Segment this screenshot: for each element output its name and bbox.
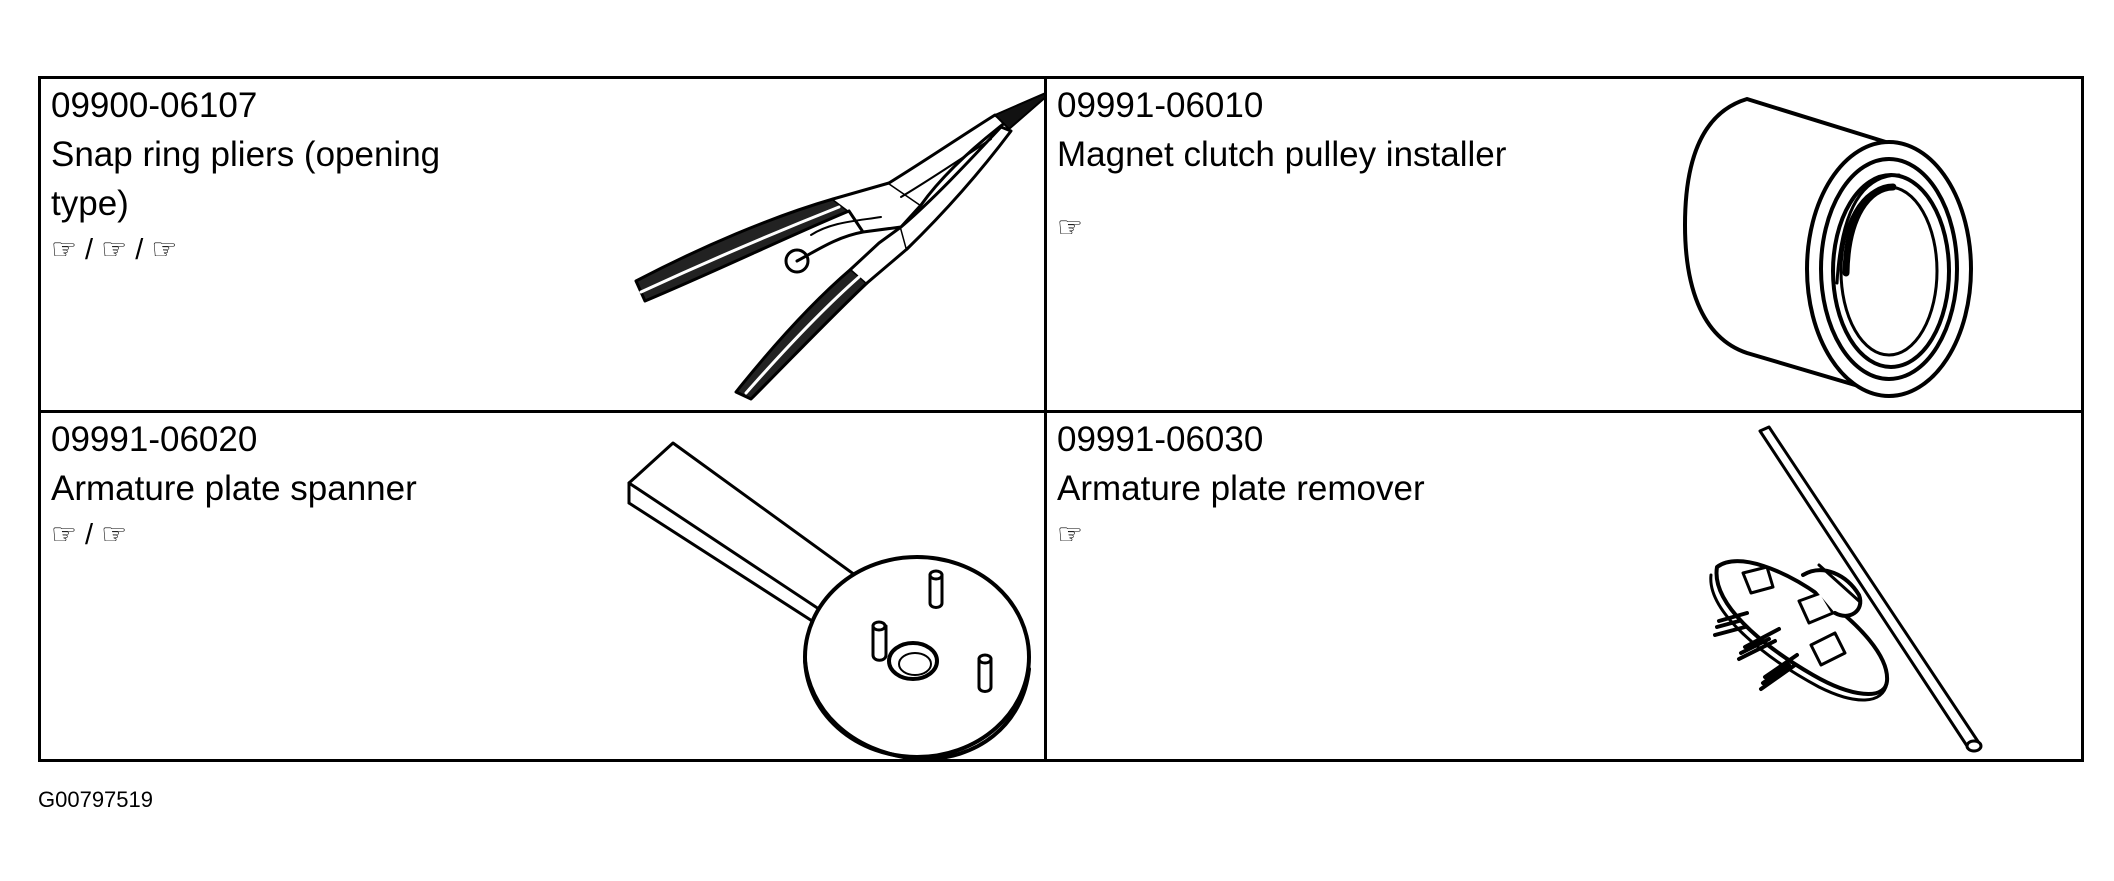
tool-cell-armature-plate-spanner: 09991-06020 Armature plate spanner ☞ / ☞ (41, 413, 1047, 759)
reference-links[interactable]: ☞ / ☞ (51, 519, 128, 551)
spanner-illustration (627, 441, 1031, 759)
reference-links[interactable]: ☞ / ☞ / ☞ (51, 234, 178, 266)
tool-text-block: 09991-06010 Magnet clutch pulley install… (1057, 81, 1506, 250)
tool-cell-snap-ring-pliers: 09900-06107 Snap ring pliers (opening ty… (41, 79, 1047, 413)
tool-cell-magnet-clutch-pulley-installer: 09991-06010 Magnet clutch pulley install… (1047, 79, 2081, 413)
figure-code: G00797519 (38, 787, 153, 812)
part-number: 09991-06010 (1057, 86, 1264, 125)
tool-text-block: 09991-06030 Armature plate remover ☞ (1057, 415, 1425, 557)
tool-name: Armature plate remover (1057, 469, 1425, 508)
snap-ring-pliers-illustration (634, 92, 1044, 401)
reference-links[interactable]: ☞ (1057, 212, 1083, 244)
part-number: 09991-06030 (1057, 420, 1264, 459)
tool-cell-armature-plate-remover: 09991-06030 Armature plate remover ☞ (1047, 413, 2081, 759)
remover-illustration (1709, 425, 1983, 753)
reference-links[interactable]: ☞ (1057, 519, 1083, 551)
tool-name: Armature plate spanner (51, 469, 417, 508)
pulley-installer-illustration (1683, 97, 1973, 398)
part-number: 09991-06020 (51, 420, 258, 459)
tool-text-block: 09991-06020 Armature plate spanner ☞ / ☞ (51, 415, 417, 557)
tool-name: Snap ring pliers (opening type) (51, 135, 441, 223)
tool-text-block: 09900-06107 Snap ring pliers (opening ty… (51, 81, 511, 272)
tool-name: Magnet clutch pulley installer (1057, 135, 1507, 174)
special-tools-table: 09900-06107 Snap ring pliers (opening ty… (38, 76, 2084, 762)
part-number: 09900-06107 (51, 86, 258, 125)
